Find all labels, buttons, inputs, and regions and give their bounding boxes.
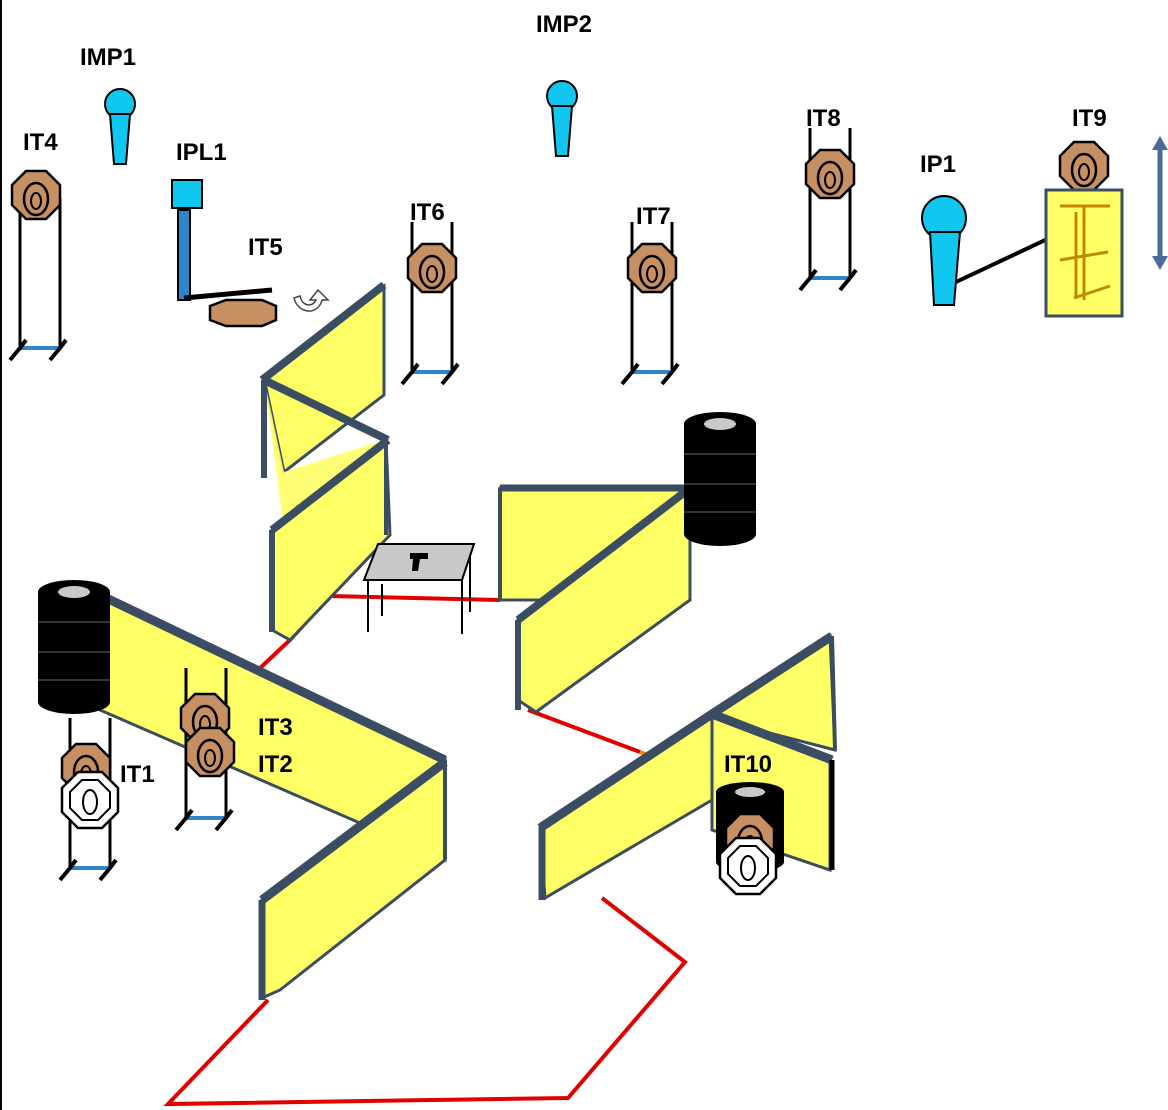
label-it1: IT1 <box>120 761 155 788</box>
label-ip1: IP1 <box>920 151 956 178</box>
octagon-target-icon <box>184 726 236 778</box>
octagon-target-icon <box>804 148 856 200</box>
label-imp1: IMP1 <box>80 44 136 71</box>
swinger-target-it5 <box>208 298 278 328</box>
moving-target-it9 <box>1044 140 1124 318</box>
wall-right-upper <box>498 484 693 714</box>
label-it6: IT6 <box>410 199 445 226</box>
rotate-arrow-icon <box>293 288 330 312</box>
label-it5: IT5 <box>248 234 283 261</box>
octagon-target-icon <box>626 242 678 294</box>
label-it10: IT10 <box>724 751 772 778</box>
wall-left-large <box>98 590 448 1001</box>
target-it7 <box>620 220 680 386</box>
label-it3: IT3 <box>258 714 293 741</box>
white-octagon-target-icon <box>60 770 120 830</box>
label-imp2: IMP2 <box>536 11 592 38</box>
target-it6 <box>400 220 460 386</box>
octagon-target-icon <box>10 169 62 221</box>
target-it4 <box>8 169 68 362</box>
octagon-target-icon <box>406 242 458 294</box>
label-it4: IT4 <box>23 129 58 156</box>
target-it8 <box>798 126 858 292</box>
label-it8: IT8 <box>806 105 841 132</box>
double-arrow-icon <box>1152 136 1168 270</box>
pistol-icon <box>410 553 428 571</box>
wall-zigzag-upper <box>259 281 392 642</box>
target-it10 <box>718 812 778 896</box>
label-ipl1: IPL1 <box>176 139 227 166</box>
barrel-stack-upper-right <box>683 411 757 547</box>
label-it2: IT2 <box>258 751 293 778</box>
start-table <box>362 543 476 634</box>
plate-ipl1 <box>171 179 330 328</box>
popper-icon <box>104 88 136 165</box>
white-octagon-target-icon <box>718 836 778 896</box>
popper-icon <box>546 80 578 157</box>
barrel-stack-left <box>37 579 111 715</box>
target-it1 <box>58 716 120 882</box>
label-it7: IT7 <box>636 203 671 230</box>
popper-ip1 <box>921 195 1059 306</box>
label-it9: IT9 <box>1072 105 1107 132</box>
octagon-target-icon <box>1058 140 1110 192</box>
